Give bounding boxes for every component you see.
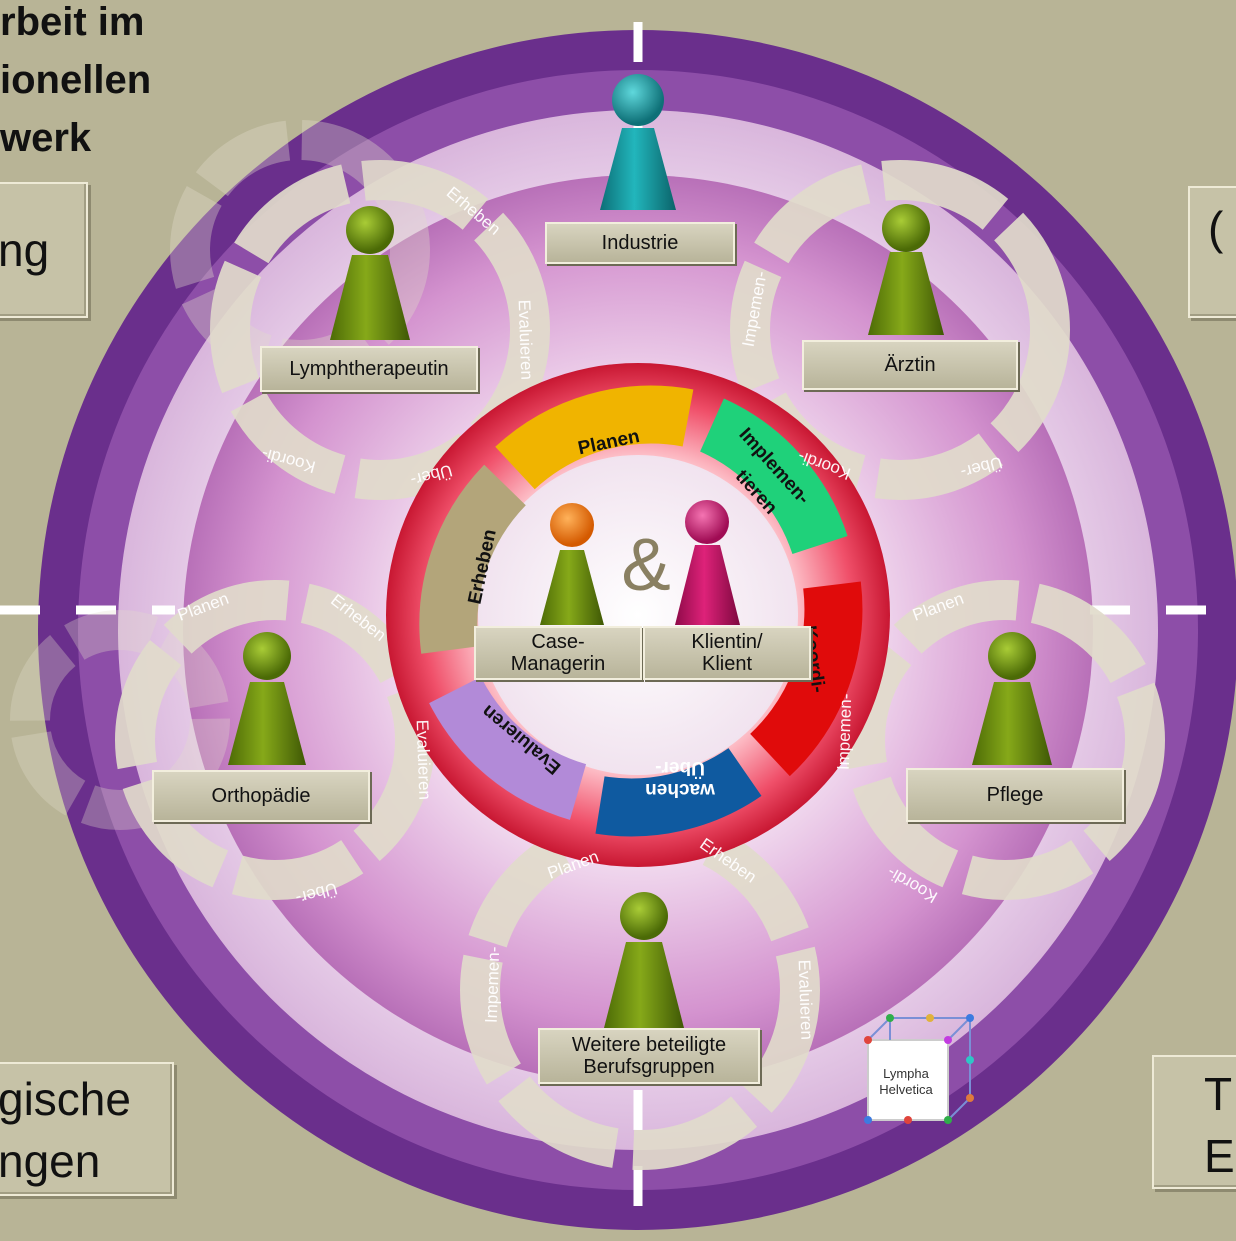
step-ueberwachen-1: Über- bbox=[655, 757, 705, 778]
side-box-left-bottom-line1: gische bbox=[0, 1073, 131, 1125]
side-box-right-top-text: ( bbox=[1208, 202, 1224, 254]
side-box-right-bottom-line2: E bbox=[1204, 1130, 1235, 1182]
pawn-pflege bbox=[972, 632, 1052, 765]
arrow-ueberwachen bbox=[595, 747, 762, 837]
title-line-3: werk bbox=[0, 116, 92, 160]
title-line-1: rbeit im bbox=[0, 0, 145, 44]
arrow-koordinieren bbox=[749, 581, 863, 777]
pawn-lymph bbox=[330, 206, 410, 340]
step-ueberwachen-2: wachen bbox=[645, 779, 716, 800]
pawn-case-manager bbox=[540, 503, 604, 625]
label-client-line2: Klient bbox=[701, 653, 753, 675]
label-client-line1: Klientin/ bbox=[691, 631, 763, 653]
pawn-orthopaedie bbox=[228, 632, 306, 765]
label-orthopaedie-text: Orthopädie bbox=[211, 785, 311, 807]
lympha-helvetica-logo: Lympha Helvetica bbox=[864, 1014, 974, 1124]
label-weitere-line2: Berufsgruppen bbox=[583, 1056, 715, 1078]
title-line-2: ionellen bbox=[0, 58, 152, 102]
logo-line2: Helvetica bbox=[879, 1082, 933, 1097]
sat-implementieren-5: Impemen- bbox=[482, 946, 504, 1023]
label-case-line1: Case- bbox=[531, 631, 585, 653]
label-aerztin: Ärztin bbox=[802, 340, 1018, 390]
label-weitere: Weitere beteiligte Berufsgruppen bbox=[538, 1028, 760, 1084]
sat-evaluieren-3: Evaluieren bbox=[413, 719, 435, 800]
label-industrie: Industrie bbox=[545, 222, 735, 264]
label-weitere-line1: Weitere beteiligte bbox=[571, 1034, 727, 1056]
pawn-client bbox=[675, 500, 740, 625]
side-box-left-bottom: gische ngen bbox=[0, 1062, 174, 1196]
logo-line1: Lympha bbox=[883, 1066, 930, 1081]
label-pflege: Pflege bbox=[906, 768, 1124, 822]
sat-evaluieren-1: Evaluieren bbox=[515, 299, 537, 380]
side-box-right-top: ( bbox=[1188, 186, 1236, 318]
sat-implementieren-4: Impemen- bbox=[834, 693, 856, 770]
side-box-left-top: ng bbox=[0, 182, 88, 318]
label-case-line2: Managerin bbox=[510, 653, 606, 675]
arrow-planen bbox=[495, 385, 694, 490]
label-lymph-text: Lymphtherapeutin bbox=[289, 358, 449, 380]
label-pflege-text: Pflege bbox=[986, 784, 1044, 806]
label-case-managerin: Case- Managerin bbox=[474, 626, 642, 680]
process-arrows bbox=[419, 385, 863, 837]
sat-evaluieren-5: Evaluieren bbox=[795, 959, 817, 1040]
pawn-aerztin bbox=[868, 204, 944, 335]
pawn-weitere bbox=[604, 892, 684, 1028]
label-orthopaedie: Orthopädie bbox=[152, 770, 370, 822]
arrow-evaluieren bbox=[429, 676, 587, 820]
label-aerztin-text: Ärztin bbox=[884, 354, 936, 376]
side-box-left-bottom-line2: ngen bbox=[0, 1135, 101, 1187]
side-box-left-top-text: ng bbox=[0, 224, 50, 276]
inner-circle bbox=[478, 455, 798, 775]
satellite-cycles bbox=[10, 120, 1165, 1170]
side-box-right-bottom-line1: T bbox=[1204, 1068, 1233, 1120]
pawn-industrie bbox=[600, 74, 676, 210]
label-lymphtherapeutin: Lymphtherapeutin bbox=[260, 346, 478, 392]
label-klientin: Klientin/ Klient bbox=[643, 626, 811, 680]
side-box-right-bottom: T E bbox=[1152, 1055, 1236, 1189]
ampersand: & bbox=[621, 523, 670, 606]
label-industrie-text: Industrie bbox=[601, 232, 679, 254]
arrow-erheben bbox=[419, 464, 527, 654]
arrow-implementieren bbox=[699, 398, 848, 555]
